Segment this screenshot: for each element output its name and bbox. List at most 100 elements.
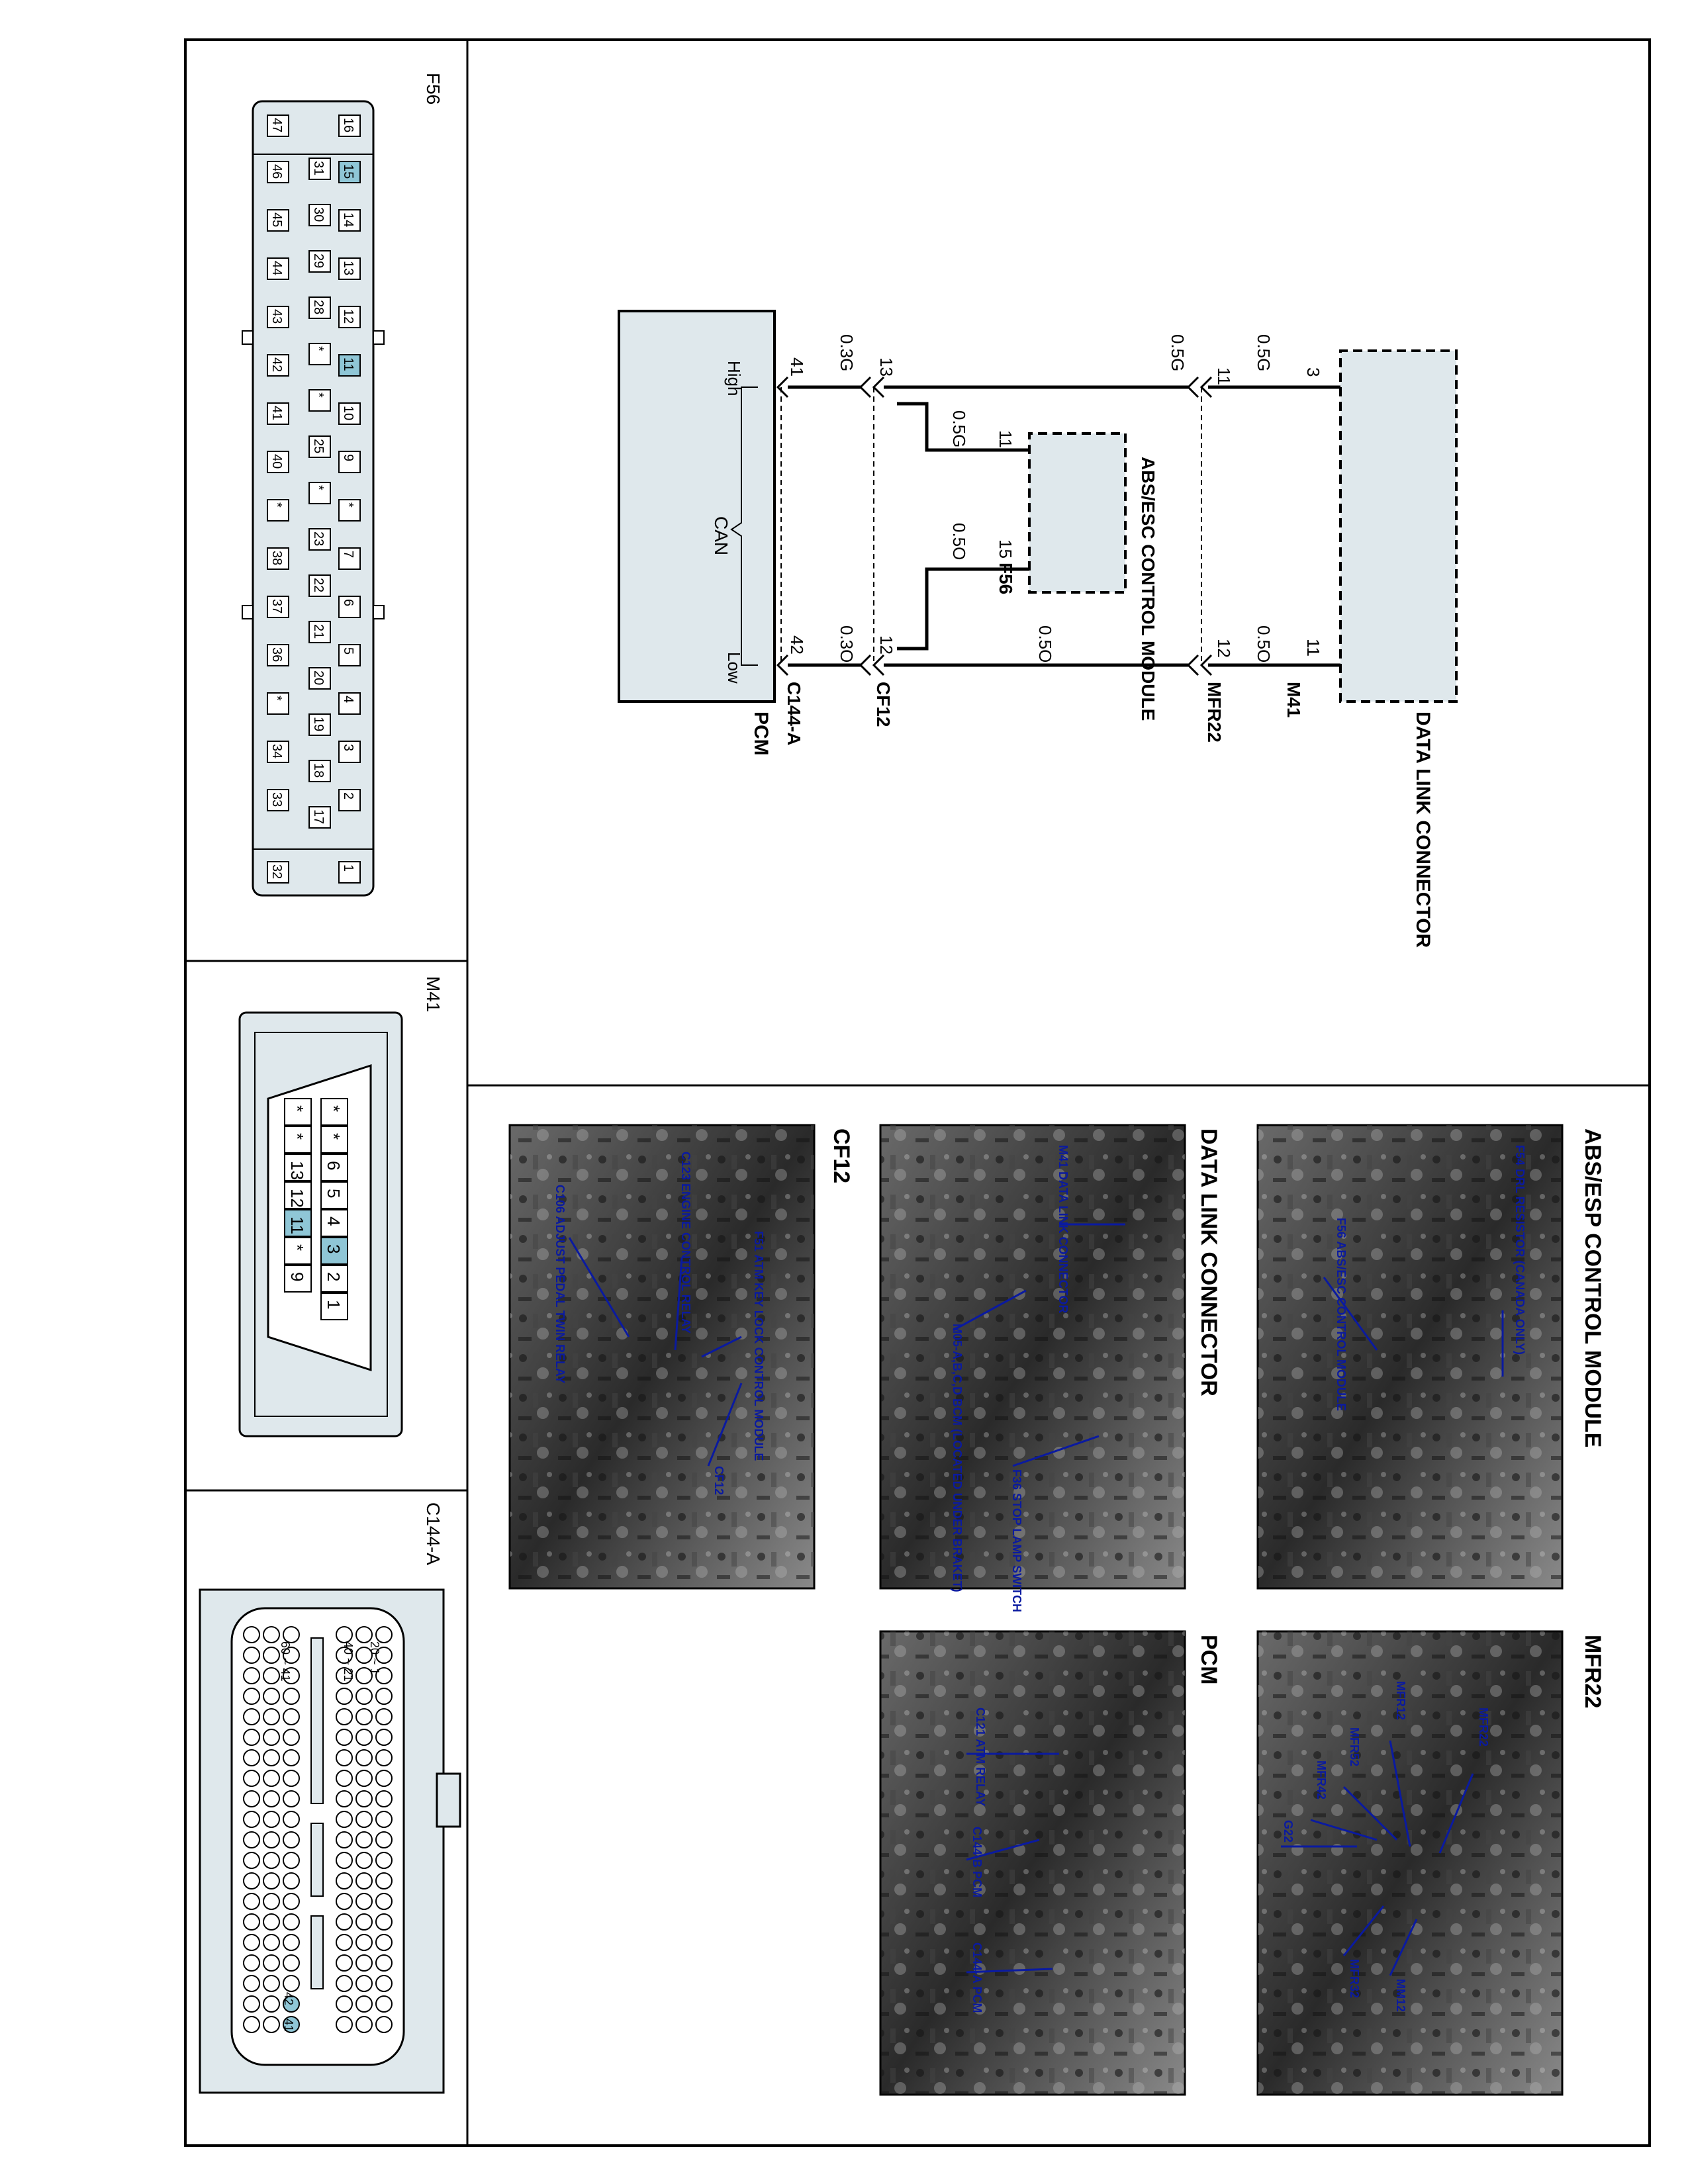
f56-pin-label: 2	[341, 792, 355, 799]
c144a-pin-circle	[336, 1790, 353, 1807]
c144a-pin-circle	[375, 2016, 393, 2033]
m41-pin-box	[320, 1154, 348, 1181]
f56-pin-label: 47	[269, 118, 284, 132]
c144a-pin-circle	[243, 1790, 260, 1807]
c144a-pin-circle	[355, 1852, 373, 1869]
m41-trapezoid	[267, 1064, 372, 1372]
c144a-pin-circle	[263, 1852, 280, 1869]
c144a-pin-circle	[355, 1647, 373, 1664]
c144a-pin-circle	[243, 1954, 260, 1972]
f56-pin-box	[308, 667, 331, 690]
photo-data-link-title: DATA LINK CONNECTOR	[1196, 1128, 1221, 1396]
mfr22-high-terminal	[1186, 376, 1213, 398]
c144a-pin-circle	[355, 2016, 373, 2033]
can-label: CAN	[711, 516, 731, 555]
c144a-view-title: C144-A	[423, 1502, 444, 1565]
f56-pin-label: 19	[311, 717, 326, 731]
f56-pin-box	[267, 161, 289, 183]
photo-cf12-label-4: CF12	[712, 1466, 726, 1495]
photo-mfr22-label-5: G22	[1282, 1820, 1295, 1843]
pcm-low-pin: 42	[787, 635, 807, 655]
c144a-pin-circle	[283, 1749, 300, 1766]
c144a-pin-circle	[263, 1934, 280, 1951]
c144a-pin-circle	[243, 1811, 260, 1828]
c144a-pin-circle	[355, 1954, 373, 1972]
c144a-pin-circle	[243, 1934, 260, 1951]
f56-pin-box	[267, 209, 289, 232]
c144a-pin-circle	[336, 1872, 353, 1889]
f56-pin-box	[338, 161, 361, 183]
f56-pin-label: 38	[269, 551, 284, 565]
f56-pin-label: 6	[341, 599, 355, 606]
wire-abs-high	[897, 402, 1029, 452]
c144a-pin-circle	[243, 1708, 260, 1725]
f56-pin-box	[308, 760, 331, 782]
c144a-low-terminal	[776, 654, 789, 676]
c144a-pin-circle	[375, 1729, 393, 1746]
photo-mfr22-label-6: MFR32	[1348, 1959, 1361, 1998]
c144a-pin-circle	[243, 1749, 260, 1766]
photo-mfr22-arrow-3	[1342, 1786, 1398, 1841]
c144a-pin-circle	[243, 2016, 260, 2033]
c144a-pin-circle	[263, 1893, 280, 1910]
photo-mfr22-label-3: MFR52	[1348, 1727, 1361, 1766]
c144a-pin-circle	[263, 1790, 280, 1807]
c144a-pin-circle	[375, 1749, 393, 1766]
f56-pin-box	[338, 692, 361, 715]
c144a-pin-circle	[243, 1770, 260, 1787]
mfr22-low-terminal	[1186, 654, 1213, 676]
c144a-pin-circle	[336, 1954, 353, 1972]
c144a-high-terminal	[776, 376, 789, 398]
c144a-slot-1	[310, 1637, 324, 1804]
m41-housing-inner	[254, 1032, 388, 1417]
abs-esc-module-label: ABS/ESC CONTROL MODULE	[1138, 457, 1158, 721]
c144a-pin-circle	[375, 1831, 393, 1848]
f56-pin-label: 23	[311, 531, 326, 546]
f56-pin-box	[308, 158, 331, 180]
cf12-low-terminal	[859, 654, 885, 676]
pcm-label: PCM	[750, 711, 772, 756]
photo-mfr22: MFR22 MFR22 MFR12 MFR52 MFR42 G22 MFR32 …	[1256, 1630, 1605, 2096]
c144a-pin-circle	[283, 1913, 300, 1931]
c144a-pin-circle	[263, 1647, 280, 1664]
photo-mfr22-arrow-2	[1389, 1740, 1411, 1847]
f56-pin-label: 46	[269, 164, 284, 179]
c144a-pin-circle	[243, 1688, 260, 1705]
photo-mfr22-arrow-4	[1310, 1819, 1378, 1841]
m41-pin-label: 3	[324, 1244, 344, 1253]
photo-data-link-label-2: M05-A,B,C,D BCM (LOCATED UNDER BRAKET)	[951, 1324, 964, 1592]
c144a-pin-circle	[283, 1729, 300, 1746]
dlc-high-wire-label: 0.5G	[1254, 334, 1274, 371]
photo-data-link-arrow-2	[953, 1289, 1027, 1332]
abs-low-wire-label: 0.5O	[949, 523, 969, 560]
f56-pin-box	[308, 343, 331, 365]
m41-pin-label: 11	[287, 1216, 307, 1234]
c144a-pin-circle	[243, 1913, 260, 1931]
m41-pin-box	[284, 1237, 312, 1265]
f56-pin-box	[308, 204, 331, 226]
f56-pin-box	[308, 806, 331, 829]
f56-pin-label: 36	[269, 647, 284, 662]
c144a-pin-circle	[243, 1872, 260, 1889]
wire-abs-low	[897, 567, 1029, 651]
m41-pin-label: 2	[324, 1272, 344, 1281]
m41-pin-label: 12	[287, 1189, 307, 1208]
f56-pin-label: *	[341, 502, 355, 508]
f56-pin-grid: 161514131211109*765432131302928**25*2322…	[267, 114, 361, 884]
c144a-pin-circle	[355, 1688, 373, 1705]
c144a-pin-circle	[263, 1708, 280, 1725]
c144a-pin-circle	[283, 1708, 300, 1725]
c144a-pin-circle	[375, 1954, 393, 1972]
c144a-pin-circle	[336, 1934, 353, 1951]
f56-pin-label: 17	[311, 809, 326, 824]
photo-pcm-label-2: C144-B PCM	[970, 1827, 984, 1897]
c144a-pin-circle	[243, 1729, 260, 1746]
m41-pin-box	[284, 1154, 312, 1181]
c144a-pin-circle	[263, 1872, 280, 1889]
c144a-pin-circle	[355, 1626, 373, 1643]
c144a-pin-circle	[375, 1626, 393, 1643]
photo-cf12-arrow-2	[674, 1257, 683, 1351]
c144a-pin-circle	[355, 1770, 373, 1787]
c144a-pin-circle	[375, 1647, 393, 1664]
can-bracket	[730, 387, 758, 666]
